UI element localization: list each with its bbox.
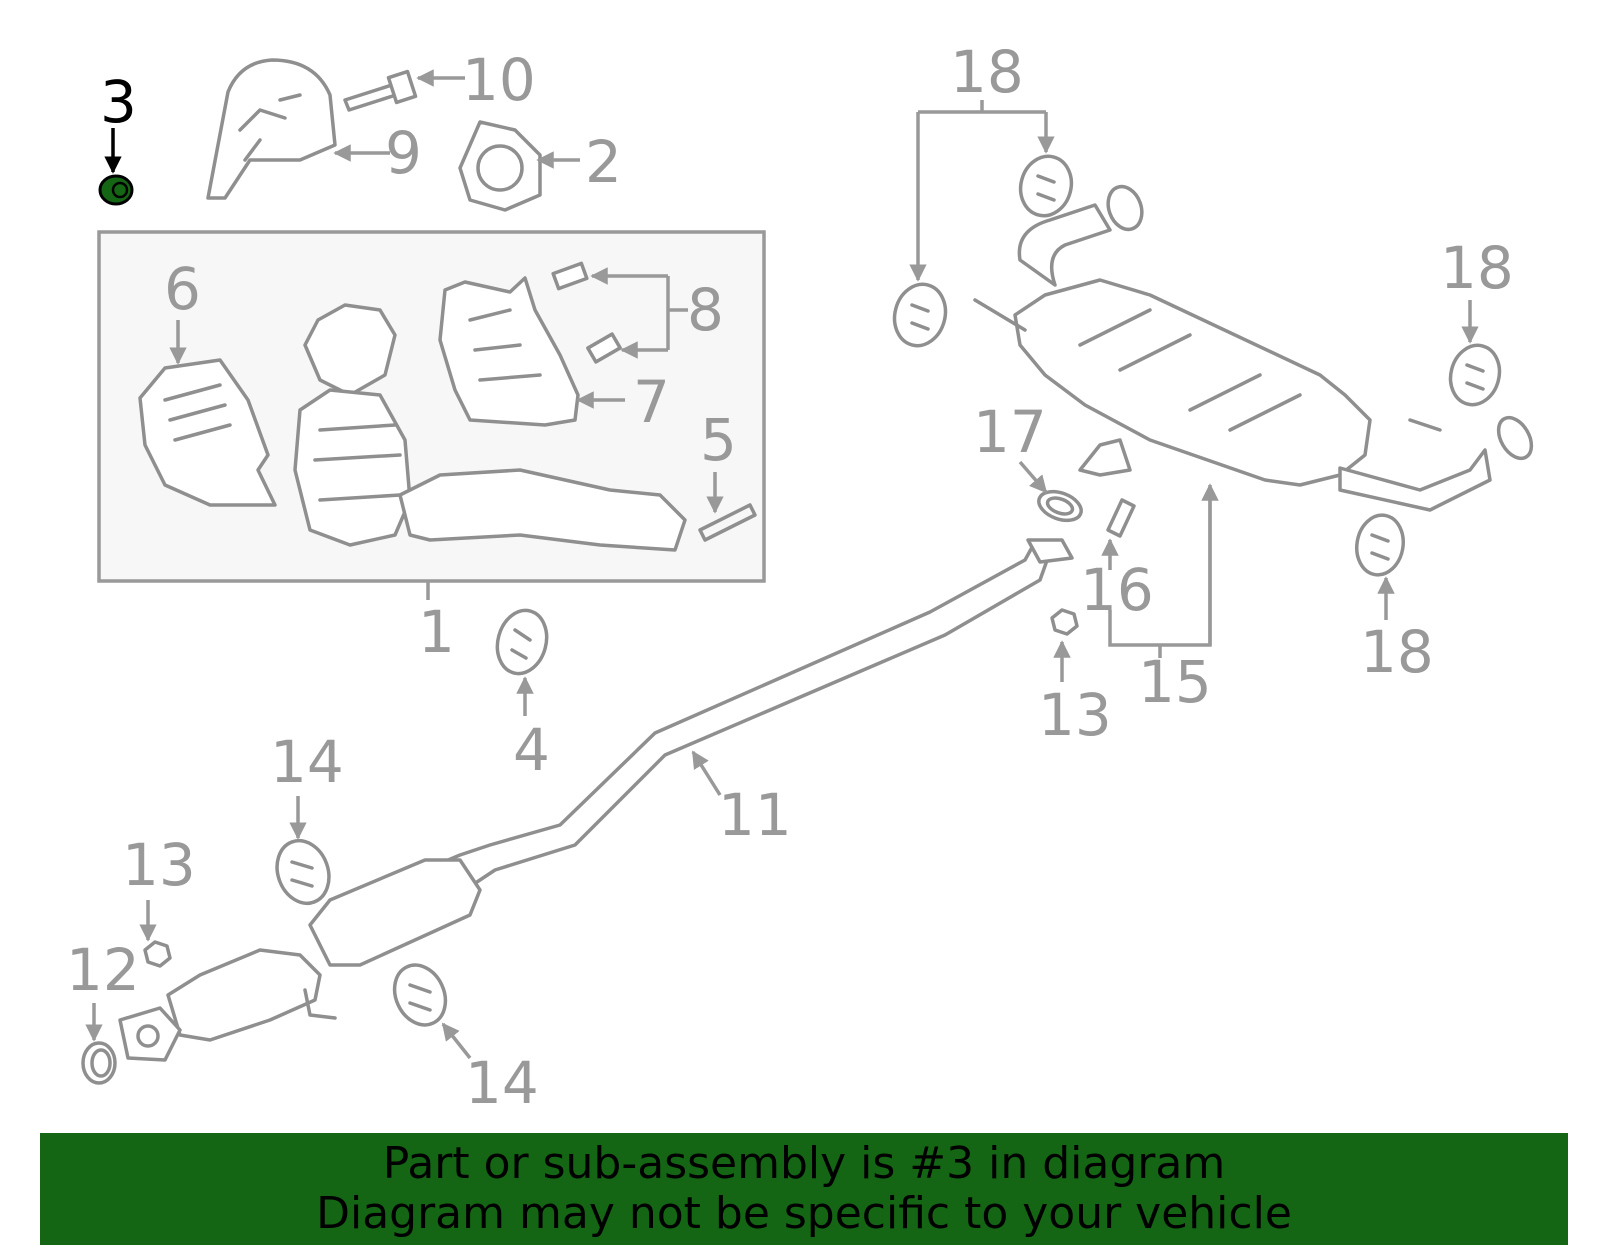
part-15-muffler	[973, 184, 1534, 512]
part-8-sensors	[551, 261, 622, 364]
part-14-hanger-lower	[392, 963, 448, 1027]
callout-13-right: 13	[1038, 681, 1112, 749]
front-pipe-flex-section	[118, 948, 337, 1062]
callout-13-left: 13	[122, 831, 196, 899]
part-13-nut-left	[143, 940, 172, 968]
part-1-manifold-converter	[293, 303, 687, 552]
callout-18-right: 18	[1440, 234, 1514, 302]
part-18-hanger-c	[1448, 343, 1502, 407]
part-3-nut-highlighted[interactable]	[98, 174, 134, 206]
banner-line-1: Part or sub-assembly is #3 in diagram	[382, 1138, 1226, 1189]
part-info-banner: Part or sub-assembly is #3 in diagram Di…	[40, 1133, 1568, 1245]
callout-18-bottom: 18	[1360, 618, 1434, 686]
callout-14-lower: 14	[465, 1049, 539, 1117]
part-2-gasket	[458, 120, 542, 212]
callout-6: 6	[164, 255, 201, 323]
callout-8: 8	[687, 276, 724, 344]
part-12-gasket	[81, 1041, 117, 1085]
part-18-hanger-a	[1018, 154, 1074, 218]
part-14-hanger-upper	[275, 838, 331, 906]
callout-14-upper: 14	[270, 728, 344, 796]
part-4-hanger	[495, 608, 549, 676]
part-16-stud	[1106, 498, 1136, 538]
banner-line-2: Diagram may not be specific to your vehi…	[316, 1188, 1292, 1239]
part-10-bolt	[343, 69, 418, 112]
callout-11: 11	[718, 781, 792, 849]
callout-2: 2	[585, 128, 622, 196]
callout-7: 7	[633, 368, 670, 436]
part-18-hanger-d	[1355, 513, 1405, 577]
callout-4: 4	[513, 716, 550, 784]
callout-3: 3	[100, 68, 137, 136]
part-9-heat-shield	[206, 58, 337, 200]
callout-10: 10	[462, 46, 536, 114]
callout-1: 1	[418, 598, 455, 666]
callout-15: 15	[1138, 648, 1212, 716]
callout-5: 5	[700, 406, 737, 474]
callout-9: 9	[385, 119, 422, 187]
callout-18-top: 18	[950, 38, 1024, 106]
part-17-gasket	[1037, 489, 1083, 523]
part-18-hanger-b	[892, 282, 948, 348]
callout-16: 16	[1080, 556, 1154, 624]
callout-12: 12	[66, 936, 140, 1004]
part-5-stud	[698, 503, 757, 542]
part-13-nut-right	[1050, 608, 1079, 636]
callout-17: 17	[973, 398, 1047, 466]
